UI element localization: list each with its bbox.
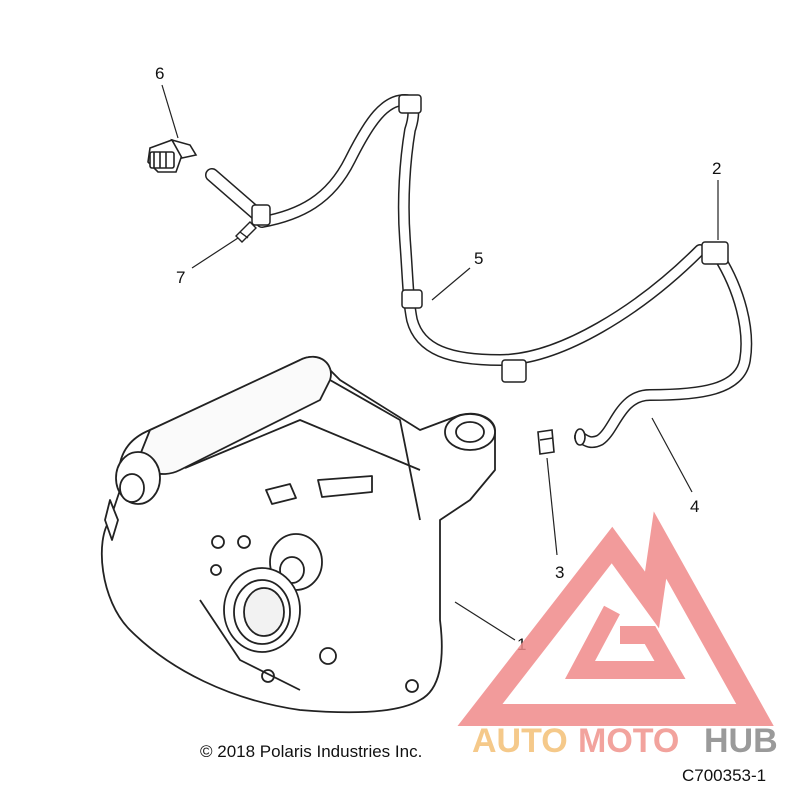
leader-lines <box>161 84 719 641</box>
clip-fitting7 <box>251 204 271 226</box>
watermark-hub: HUB <box>704 722 778 760</box>
clip-right <box>701 241 729 265</box>
clip-bottom <box>501 359 527 383</box>
elbow-fitting-part6 <box>147 138 198 173</box>
clip-top <box>398 94 422 114</box>
vent-hose-assembly <box>205 94 753 495</box>
hose-end-part4 <box>574 428 586 446</box>
clip-part3 <box>537 429 555 455</box>
watermark-text: AUTO MOTO HUB <box>472 722 778 760</box>
hose-clips <box>251 94 729 383</box>
watermark-logo <box>457 511 774 726</box>
clip-mid <box>401 289 423 309</box>
callout-2: 2 <box>712 159 721 178</box>
callout-6: 6 <box>155 64 164 83</box>
callout-5: 5 <box>474 249 483 268</box>
gearcase-housing-part1 <box>100 355 496 714</box>
callout-7: 7 <box>176 268 185 287</box>
copyright-notice: © 2018 Polaris Industries Inc. <box>200 742 422 761</box>
watermark-auto: AUTO <box>472 722 568 760</box>
diagram-reference-code: C700353-1 <box>682 766 766 785</box>
fastener-part7 <box>235 221 257 243</box>
upper-vent-hose <box>256 94 706 366</box>
watermark-moto: MOTO <box>578 722 679 760</box>
callout-3: 3 <box>555 563 564 582</box>
callout-4: 4 <box>690 497 699 516</box>
